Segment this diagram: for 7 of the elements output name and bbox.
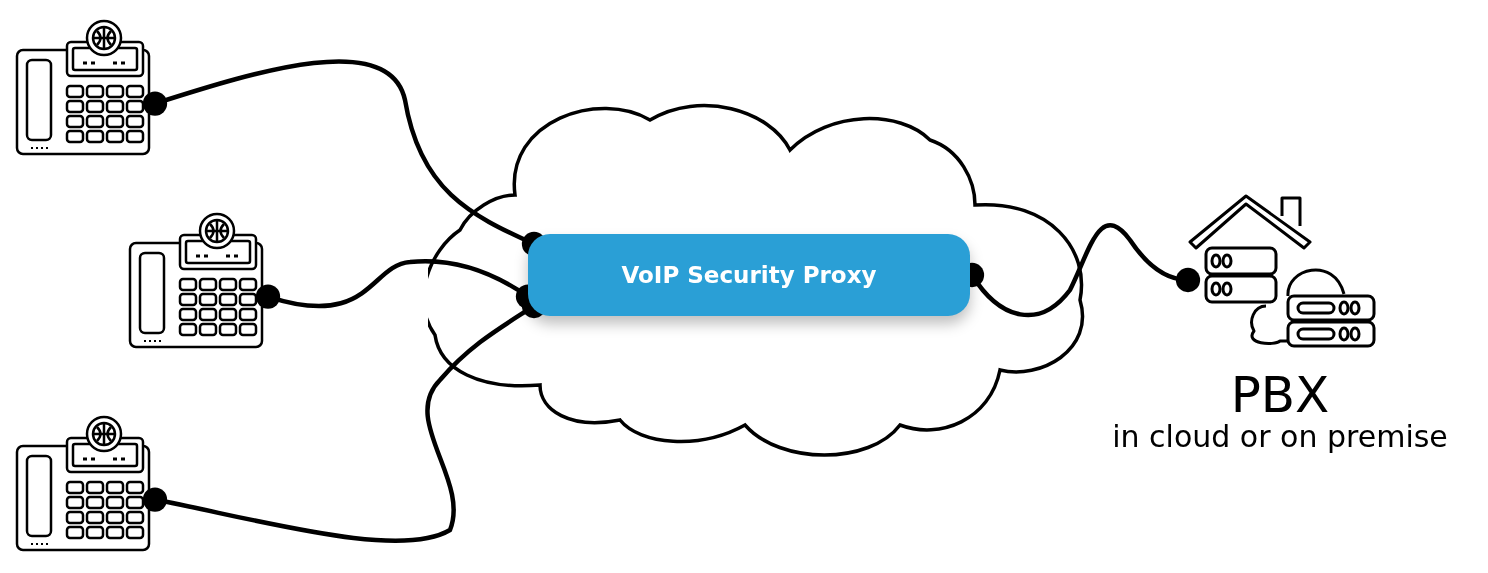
- desk-phone-icon: [128, 211, 266, 349]
- node-subtitle: in cloud or on premise: [1112, 420, 1448, 453]
- node-title: PBX: [1230, 370, 1330, 420]
- proxy-pill: [528, 234, 970, 316]
- desk-phone-icon: [15, 18, 153, 156]
- proxy-label: VoIP Security Proxy: [621, 262, 877, 288]
- desk-phone-icon: [15, 414, 153, 552]
